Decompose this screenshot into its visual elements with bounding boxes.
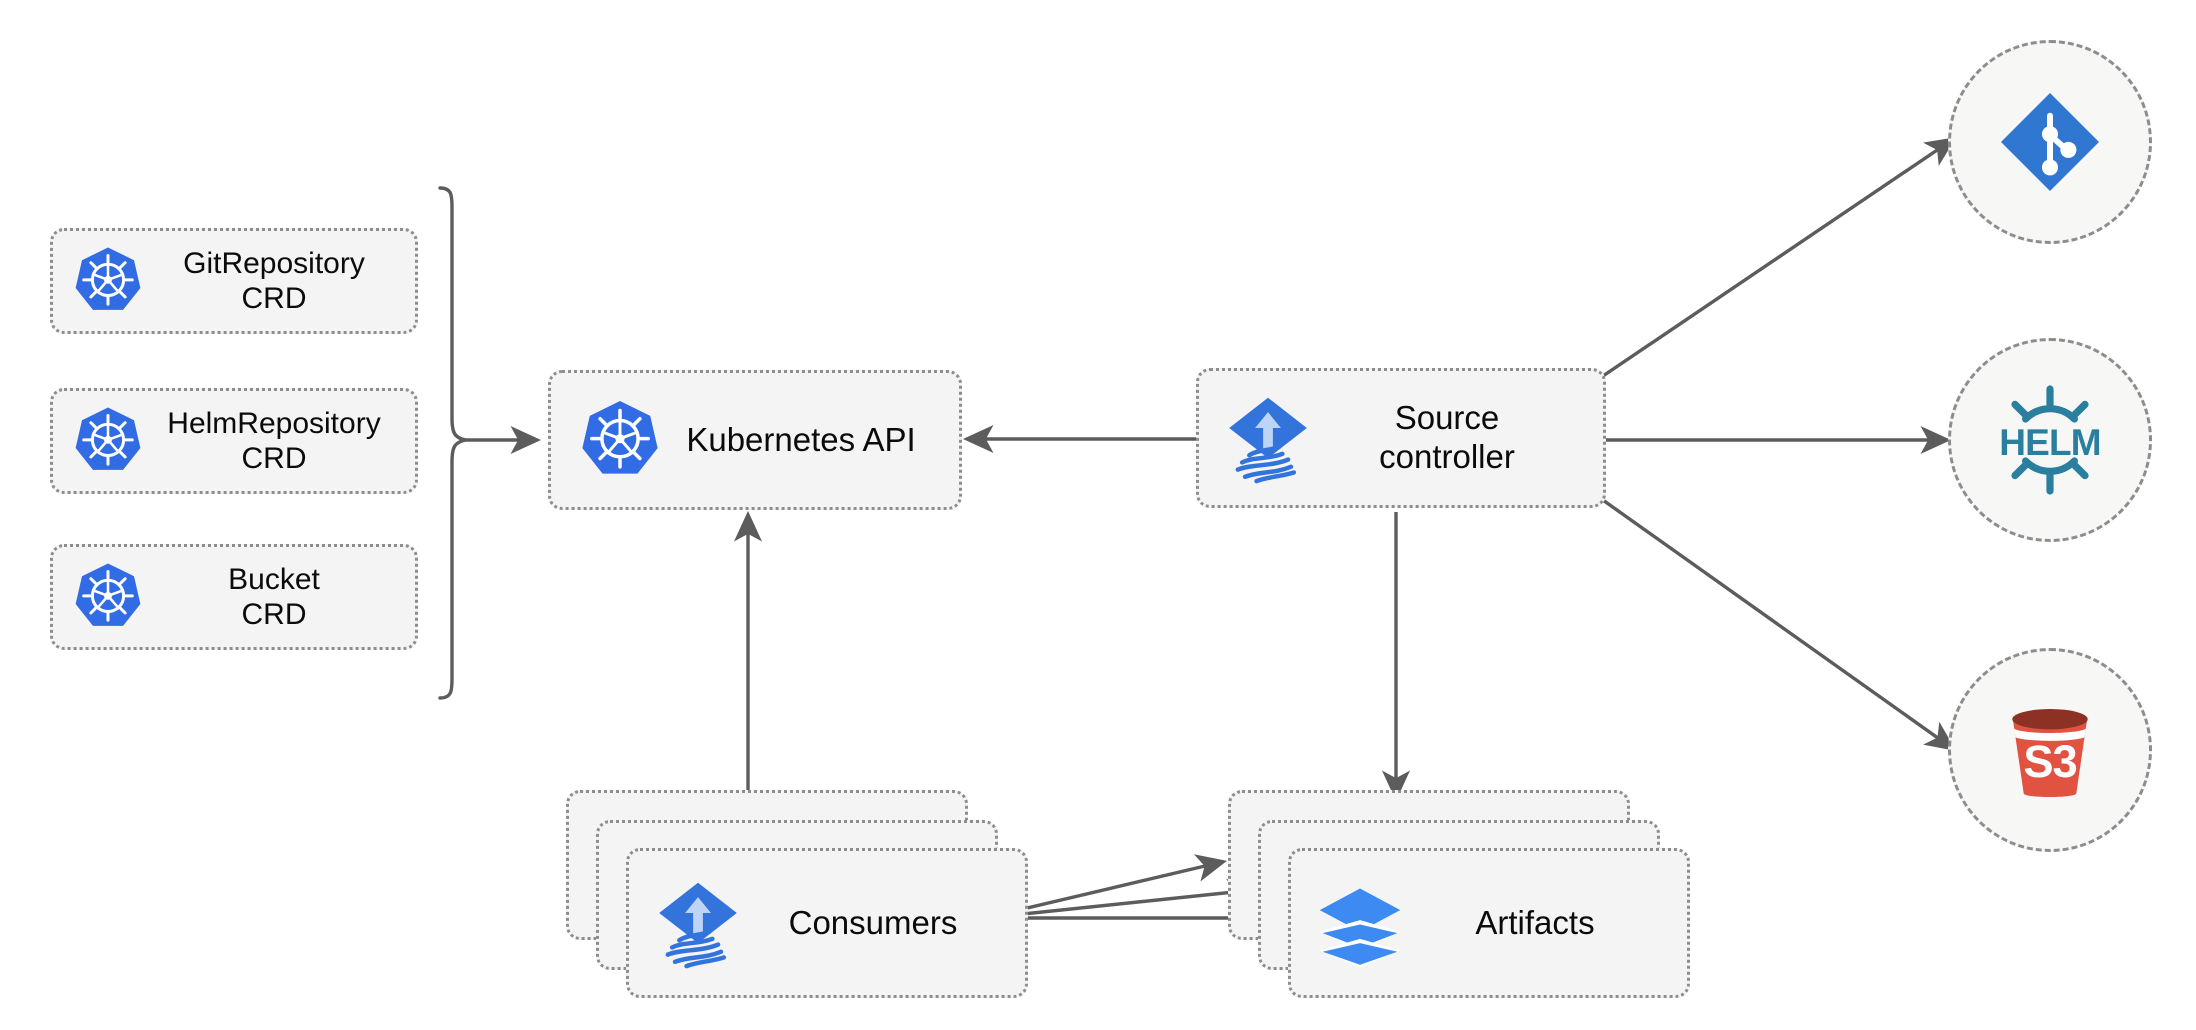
node-label: Source controller	[1379, 399, 1515, 475]
layers-icon	[1317, 880, 1403, 968]
node-label: Artifacts	[1475, 903, 1595, 941]
crd-group-brace	[438, 186, 542, 700]
edge-source-to-s3	[1599, 496, 1957, 751]
edge-source-to-git	[1599, 137, 1957, 380]
svg-text:S3: S3	[2023, 736, 2076, 787]
kubernetes-icon	[71, 560, 145, 634]
node-label: Kubernetes API	[686, 420, 916, 458]
external-git[interactable]	[1948, 40, 2152, 244]
crd-card-helmrepository[interactable]: HelmRepository CRD	[50, 388, 418, 494]
node-consumers[interactable]: Consumers	[626, 848, 1028, 998]
crd-label: GitRepository CRD	[183, 246, 365, 315]
flux-icon	[1225, 395, 1311, 484]
kubernetes-icon	[71, 244, 145, 318]
node-artifacts[interactable]: Artifacts	[1288, 848, 1690, 998]
node-kubernetes-api[interactable]: Kubernetes API	[548, 370, 962, 510]
helm-icon: HELM	[1986, 376, 2114, 504]
crd-card-gitrepository[interactable]: GitRepository CRD	[50, 228, 418, 334]
node-source-controller[interactable]: Source controller	[1196, 368, 1606, 508]
external-s3[interactable]: S3	[1948, 648, 2152, 852]
kubernetes-icon	[71, 404, 145, 478]
crd-label: HelmRepository CRD	[167, 406, 381, 475]
kubernetes-icon	[577, 397, 663, 483]
external-helm[interactable]: HELM	[1948, 338, 2152, 542]
git-icon	[1994, 86, 2106, 198]
crd-label: Bucket CRD	[228, 562, 320, 631]
crd-card-bucket[interactable]: Bucket CRD	[50, 544, 418, 650]
node-label: Consumers	[788, 903, 958, 941]
svg-text:HELM: HELM	[1999, 422, 2101, 463]
flux-icon	[655, 880, 741, 969]
s3-bucket-icon: S3	[1992, 692, 2108, 808]
